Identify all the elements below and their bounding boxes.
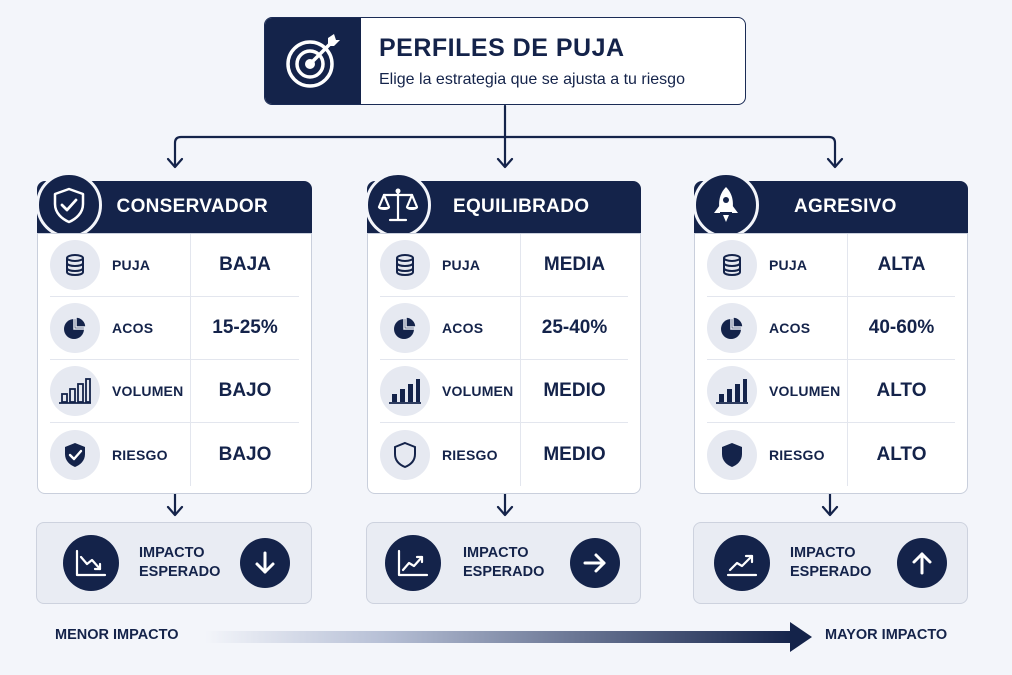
metric-row-puja: PUJA BAJA	[50, 233, 299, 297]
row-divider	[847, 423, 848, 486]
arrow-head-icon	[790, 622, 812, 652]
pie-chart-icon	[380, 303, 430, 353]
metric-value: 15-25%	[212, 317, 278, 338]
shield-outline-icon	[380, 429, 430, 480]
impact-line2: ESPERADO	[790, 564, 872, 580]
balance-scale-icon	[365, 172, 431, 238]
metric-row-riesgo: RIESGO ALTO	[707, 423, 955, 486]
metric-label: PUJA	[112, 257, 151, 273]
impact-label: IMPACTO ESPERADO	[463, 544, 544, 582]
impact-line1: IMPACTO	[790, 545, 856, 561]
legend-min-label: MENOR IMPACTO	[55, 627, 179, 643]
target-icon	[265, 18, 361, 104]
bar-chart-icon	[50, 366, 100, 416]
row-divider	[190, 233, 191, 297]
row-divider	[847, 296, 848, 360]
coins-icon	[50, 240, 100, 290]
metric-value: ALTO	[876, 443, 927, 465]
row-divider	[847, 233, 848, 297]
profile-metrics-equilibrado: PUJA MEDIA ACOS 25-40% VOLUMEN MEDIO RIE…	[367, 233, 641, 494]
metric-row-acos: ACOS 25-40%	[380, 296, 628, 360]
shield-check-icon	[50, 429, 100, 480]
metric-value: MEDIO	[543, 380, 606, 401]
metric-label: ACOS	[769, 320, 811, 336]
impact-line2: ESPERADO	[463, 564, 545, 580]
row-divider	[847, 359, 848, 423]
trend-up-icon	[385, 535, 441, 591]
profile-name: EQUILIBRADO	[453, 196, 590, 217]
row-divider	[190, 359, 191, 423]
metric-row-riesgo: RIESGO MEDIO	[380, 423, 628, 486]
metric-label: VOLUMEN	[769, 383, 841, 399]
row-divider	[520, 296, 521, 360]
arrow-right-icon	[570, 538, 621, 588]
metric-value: 25-40%	[541, 317, 608, 338]
metric-value: ALTA	[877, 254, 926, 275]
metric-value: ALTO	[876, 380, 927, 401]
metric-value: BAJO	[218, 380, 272, 401]
metric-row-volumen: VOLUMEN MEDIO	[380, 359, 628, 423]
impact-line2: ESPERADO	[139, 564, 221, 580]
header-panel: PERFILES DE PUJA Elige la estrategia que…	[264, 17, 746, 105]
coins-icon	[380, 240, 430, 290]
trend-up-icon	[714, 535, 770, 591]
metric-label: PUJA	[769, 257, 808, 273]
row-divider	[190, 423, 191, 486]
metric-value: BAJA	[219, 254, 271, 275]
impact-card-conservador: IMPACTO ESPERADO	[36, 522, 312, 604]
row-divider	[520, 233, 521, 297]
page-subtitle: Elige la estrategia que se ajusta a tu r…	[379, 70, 685, 88]
metric-row-puja: PUJA ALTA	[707, 233, 955, 297]
metric-row-volumen: VOLUMEN ALTO	[707, 359, 955, 423]
metric-label: VOLUMEN	[112, 383, 184, 399]
shield-filled-icon	[707, 429, 757, 480]
row-divider	[190, 296, 191, 360]
metric-row-puja: PUJA MEDIA	[380, 233, 628, 297]
metric-label: ACOS	[442, 320, 484, 336]
metric-value: MEDIO	[543, 443, 606, 465]
metric-row-acos: ACOS 15-25%	[50, 296, 299, 360]
trend-down-icon	[63, 535, 119, 591]
row-divider	[520, 359, 521, 423]
shield-check-icon	[36, 172, 102, 238]
pie-chart-icon	[50, 303, 100, 353]
impact-line1: IMPACTO	[139, 545, 205, 561]
arrow-up-icon	[897, 538, 948, 588]
metric-value: BAJO	[218, 443, 272, 465]
profile-name: AGRESIVO	[794, 196, 897, 217]
coins-icon	[707, 240, 757, 290]
metric-row-riesgo: RIESGO BAJO	[50, 423, 299, 486]
profile-name: CONSERVADOR	[116, 196, 268, 217]
impact-card-agresivo: IMPACTO ESPERADO	[693, 522, 968, 604]
metric-label: VOLUMEN	[442, 383, 514, 399]
impact-line1: IMPACTO	[463, 545, 529, 561]
metric-label: PUJA	[442, 257, 481, 273]
impact-label: IMPACTO ESPERADO	[139, 544, 220, 582]
profile-metrics-agresivo: PUJA ALTA ACOS 40-60% VOLUMEN ALTO RIESG…	[694, 233, 968, 494]
profile-metrics-conservador: PUJA BAJA ACOS 15-25% VOLUMEN BAJO RIESG…	[37, 233, 312, 494]
metric-row-volumen: VOLUMEN BAJO	[50, 359, 299, 423]
rocket-icon	[693, 172, 759, 238]
metric-label: RIESGO	[442, 446, 498, 463]
metric-label: ACOS	[112, 320, 154, 336]
arrow-down-icon	[240, 538, 291, 588]
metric-value: 40-60%	[868, 317, 935, 338]
metric-value: MEDIA	[543, 254, 606, 275]
metric-label: RIESGO	[769, 446, 825, 463]
pie-chart-icon	[707, 303, 757, 353]
impact-gradient-bar	[205, 631, 795, 643]
metric-label: RIESGO	[112, 446, 168, 463]
metric-row-acos: ACOS 40-60%	[707, 296, 955, 360]
legend-max-label: MAYOR IMPACTO	[825, 627, 948, 643]
impact-label: IMPACTO ESPERADO	[790, 544, 871, 582]
impact-card-equilibrado: IMPACTO ESPERADO	[366, 522, 641, 604]
bar-chart-icon	[707, 366, 757, 416]
bar-chart-icon	[380, 366, 430, 416]
row-divider	[520, 423, 521, 486]
page-title: PERFILES DE PUJA	[379, 33, 625, 62]
